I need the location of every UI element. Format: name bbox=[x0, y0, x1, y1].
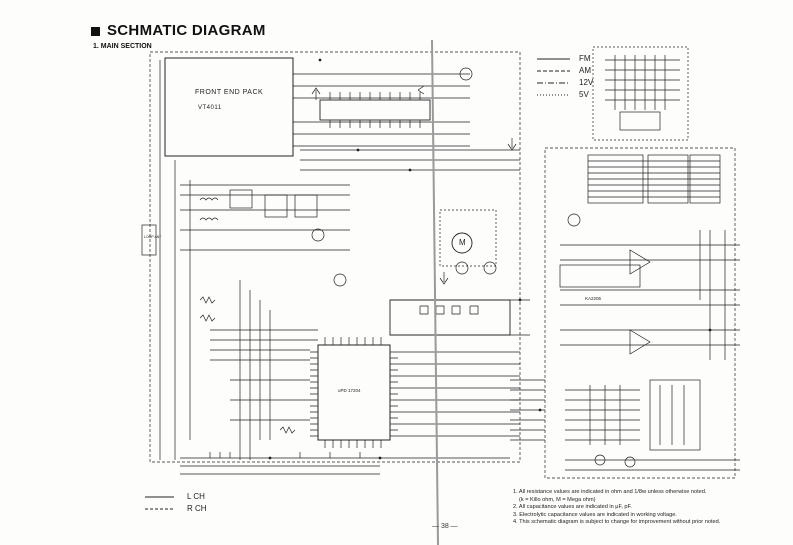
amp-ic-box bbox=[559, 264, 641, 288]
lcd-box bbox=[389, 299, 511, 336]
loop-ant-label: LOOP ANT bbox=[144, 235, 162, 239]
note-1: 1. All resistance values are indicated i… bbox=[513, 489, 707, 495]
front-end-label: FRONT END PACK bbox=[195, 89, 264, 96]
page-title: SCHMATIC DIAGRAM bbox=[107, 22, 266, 39]
note-3: 3. Electrolytic capacitance values are i… bbox=[513, 511, 677, 518]
motor-circle bbox=[451, 232, 473, 254]
cd-ic-box bbox=[317, 344, 391, 441]
title-square-icon bbox=[91, 27, 100, 36]
front-end-pack-box bbox=[164, 57, 294, 157]
main-board-outline bbox=[149, 51, 521, 463]
page-number: — 38 — bbox=[432, 523, 458, 530]
amp-ic-label: KA2206 bbox=[585, 296, 602, 301]
motor-label: M bbox=[459, 238, 467, 247]
legend-5v: 5V bbox=[579, 90, 589, 99]
page-fold-line bbox=[431, 39, 439, 545]
legend-fm: FM bbox=[579, 54, 591, 63]
legend-lch: L CH bbox=[187, 492, 205, 501]
cd-ic-label: uPD 17204 bbox=[338, 388, 361, 393]
note-2: 2. All capacitance values are indicated … bbox=[513, 504, 632, 511]
note-1-sub: (k = Killo ohm, M = Mega ohm) bbox=[519, 496, 596, 503]
tuner-ic-box bbox=[319, 99, 431, 121]
motor-box bbox=[439, 209, 497, 267]
switch-ic-box bbox=[649, 379, 701, 451]
matrix-board-box bbox=[592, 46, 689, 141]
section-subtitle: 1. MAIN SECTION bbox=[93, 43, 152, 50]
note-4: 4. This schematic diagram is subject to … bbox=[513, 519, 721, 526]
legend-am: AM bbox=[579, 66, 591, 75]
right-board-outline bbox=[544, 147, 736, 479]
legend-12v: 12V bbox=[579, 78, 594, 87]
legend-rch: R CH bbox=[187, 504, 207, 513]
notes-list: 1. All resistance values are indicated i… bbox=[513, 489, 720, 527]
loop-ant-box bbox=[141, 224, 157, 256]
front-end-model: VT4011 bbox=[198, 105, 222, 111]
